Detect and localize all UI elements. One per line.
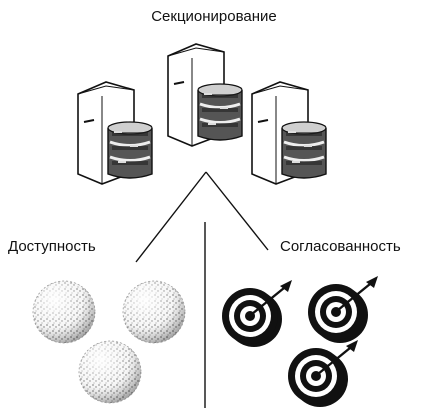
link-to-consistency [205,171,269,251]
label-consistency: Согласованность [280,238,401,255]
server-center-icon [166,42,244,148]
sphere-icon [78,340,142,404]
sphere-icon [32,280,96,344]
server-right-icon [250,80,328,186]
link-to-availability [135,171,207,263]
target-icon [286,338,360,409]
diagram-title-partitioning: Секционирование [151,8,277,25]
label-availability: Доступность [8,238,96,255]
target-icon [220,278,294,349]
sphere-icon [122,280,186,344]
server-left-icon [76,80,154,186]
target-icon [306,274,380,345]
